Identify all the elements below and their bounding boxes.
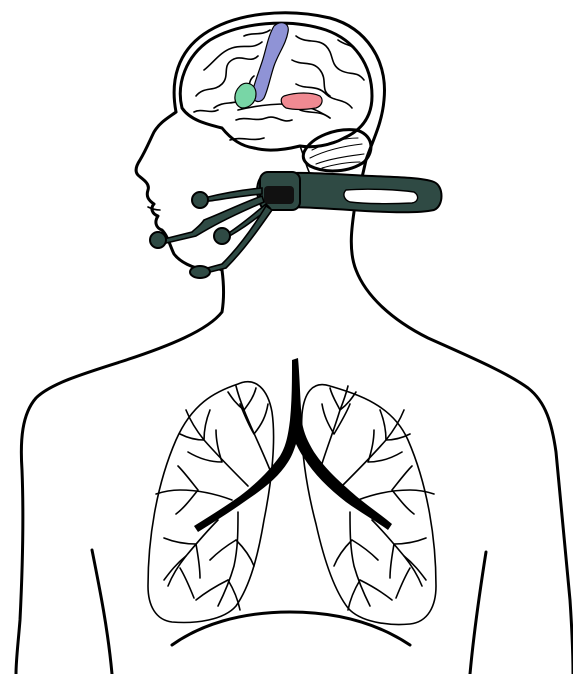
face-profile — [136, 112, 206, 270]
neck-headset — [150, 172, 442, 278]
neck-back — [351, 205, 573, 674]
diaphragm — [172, 612, 410, 645]
electrode-throat — [190, 266, 210, 278]
electrode-cheek — [192, 192, 208, 208]
headset-sensor — [264, 186, 294, 204]
electrode-jaw — [150, 232, 166, 248]
headset-slot — [344, 189, 418, 203]
mouth-line — [148, 207, 160, 210]
premotor-area — [235, 83, 256, 108]
electrode-chin — [214, 228, 230, 244]
temporal-auditory-area — [281, 93, 322, 110]
cerebellum — [303, 130, 371, 171]
left-bronchial-tree — [156, 386, 270, 610]
left-lung-outline — [148, 382, 274, 623]
lungs — [148, 358, 436, 624]
left-flank — [92, 550, 112, 674]
trachea — [194, 358, 392, 532]
right-flank — [470, 552, 486, 674]
right-lung-outline — [302, 385, 436, 625]
right-bronchial-tree — [320, 386, 434, 610]
neck-front — [16, 270, 224, 674]
